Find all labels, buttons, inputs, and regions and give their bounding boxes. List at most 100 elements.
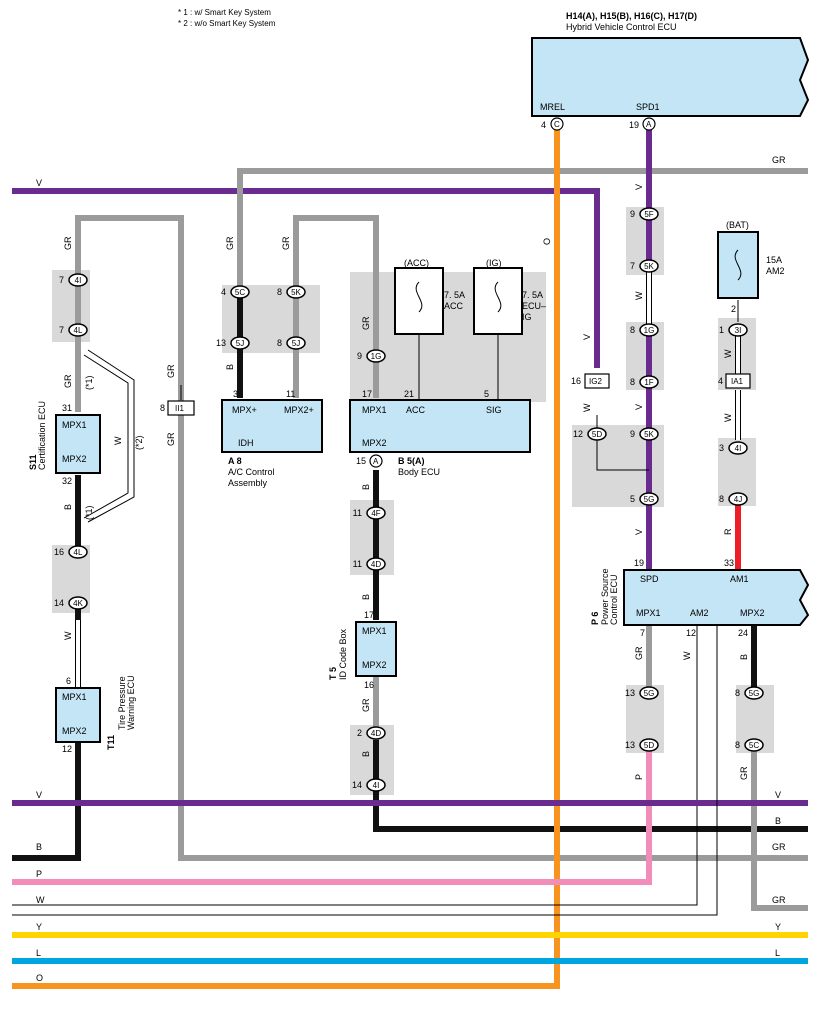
fuse-symbols <box>415 249 742 400</box>
fuse-acc-name: ACC <box>444 301 464 311</box>
fuse-ig-tag: (IG) <box>486 258 502 268</box>
wire-label-gr: GR <box>772 895 786 905</box>
wire-v-top <box>12 188 600 368</box>
hv-pin-mrel: 4 <box>541 120 546 130</box>
b5-sig: SIG <box>486 405 502 415</box>
connector-pin-c4I2: 14 <box>352 780 362 790</box>
connector-label-c4I2: 4I <box>373 781 380 790</box>
connector-pin-c5C2: 8 <box>735 740 740 750</box>
connector-label-c5F: 5F <box>644 210 653 219</box>
wire-label-v: V <box>634 529 644 535</box>
connector-label-c5D: 5D <box>592 430 602 439</box>
fuse-am2-rating: 15A <box>766 255 782 265</box>
b5-box <box>349 399 531 453</box>
connector-label-c4I3: 4I <box>735 444 742 453</box>
hv-conn-a <box>642 117 656 131</box>
wire-label-s1: (*1) <box>84 505 94 520</box>
connector-pin-c4L: 7 <box>59 325 64 335</box>
wire-label-v: V <box>634 404 644 410</box>
connector-label-c5K3: 5K <box>644 430 654 439</box>
wire-label-gr: GR <box>166 364 176 378</box>
a8-code: A 8 <box>228 456 242 466</box>
am2-fuse-box <box>717 231 759 299</box>
wire-label-w: W <box>113 436 123 445</box>
connector-pin-c4I: 7 <box>59 275 64 285</box>
b5-pin-bot: 15 <box>356 456 366 466</box>
connector-label-c1G: 1G <box>371 352 382 361</box>
connector-pin-c5D2: 13 <box>625 740 635 750</box>
connector-pin-c1F: 8 <box>630 377 635 387</box>
connector-pin-c5G2: 13 <box>625 688 635 698</box>
connector-label-c5G: 5G <box>644 495 655 504</box>
wire-label-b: B <box>36 842 42 852</box>
p6-mpx2: MPX2 <box>740 608 765 618</box>
connector-label-c5J2: 5J <box>292 339 300 348</box>
connector-c5F <box>639 207 659 221</box>
s11-mpx2: MPX2 <box>62 454 87 464</box>
connector-pin-c5K: 8 <box>277 287 282 297</box>
connector-circles <box>369 117 656 468</box>
hv-mrel-label: MREL <box>540 102 565 112</box>
wire-label-w: W <box>634 291 644 300</box>
connector-label-c4F: 4F <box>371 509 380 518</box>
fuse-ig-name2: IG <box>522 312 532 322</box>
t11-mpx1: MPX1 <box>62 692 87 702</box>
ecu-boxes <box>55 37 810 743</box>
connector-label-c1G2: 1G <box>644 326 655 335</box>
p6-pin-am1: 33 <box>724 558 734 568</box>
wire-label-v: V <box>634 184 644 190</box>
p6-pin-mpx1: 7 <box>640 628 645 638</box>
pin-ia1: 4 <box>718 376 723 386</box>
connector-c5J <box>230 336 250 350</box>
connector-c5K <box>286 285 306 299</box>
connector-label-c5G2: 5G <box>644 689 655 698</box>
t11-pin-bot: 12 <box>62 744 72 754</box>
connector-label-c5K: 5K <box>291 288 301 297</box>
p6-box <box>623 569 810 626</box>
connector-label-c5G3: 5G <box>749 689 760 698</box>
t11-mpx2: MPX2 <box>62 726 87 736</box>
wire-w-bottom <box>12 625 718 916</box>
connector-pin-c5K2: 7 <box>630 261 635 271</box>
a8-mpx2: MPX2+ <box>284 405 314 415</box>
wire-label-b: B <box>361 751 371 757</box>
p6-name1: Power Source <box>600 568 610 625</box>
wire-label-gr: GR <box>361 316 371 330</box>
wire-label-w: W <box>36 895 45 905</box>
a8-name1: A/C Control <box>228 467 275 477</box>
wire-label-gr: GR <box>772 842 786 852</box>
fuse-ig-name1: ECU– <box>522 301 546 311</box>
t5-mpx1: MPX1 <box>362 626 387 636</box>
connector-label-c4L: 4L <box>74 326 83 335</box>
wire-label-b: B <box>775 816 781 826</box>
wire-label-o: O <box>36 973 43 983</box>
wire-b-t11 <box>12 742 81 861</box>
p6-mpx1: MPX1 <box>636 608 661 618</box>
wire-label-s2: (*2) <box>134 435 144 450</box>
wire-label-gr: GR <box>63 374 73 388</box>
p6-name2: Control ECU <box>609 574 619 625</box>
wire-label-p: P <box>36 869 42 879</box>
wire-label-gr: GR <box>63 236 73 250</box>
connector-c5C2 <box>744 738 764 752</box>
fuse-acc-rating: 7. 5A <box>444 290 465 300</box>
s11-code: S11 <box>28 454 38 470</box>
fuse-ig-rating: 7. 5A <box>522 290 543 300</box>
t5-box <box>355 621 397 677</box>
connector-c4D <box>366 557 386 571</box>
a8-name2: Assembly <box>228 478 268 488</box>
connector-c1F <box>639 375 659 389</box>
connector-c5G <box>639 492 659 506</box>
t5-name: ID Code Box <box>338 628 348 680</box>
wire-gr-p6 <box>751 745 808 911</box>
hv-spd1-label: SPD1 <box>636 102 660 112</box>
connector-label-c5C: 5C <box>235 288 245 297</box>
connector-label-c5D2: 5D <box>644 741 654 750</box>
wire-label-b: B <box>361 594 371 600</box>
fuse-bat-tag: (BAT) <box>726 220 749 230</box>
connector-pin-c5J2: 8 <box>277 338 282 348</box>
t5-code: T 5 <box>328 667 338 680</box>
rect-connectors <box>167 373 751 416</box>
